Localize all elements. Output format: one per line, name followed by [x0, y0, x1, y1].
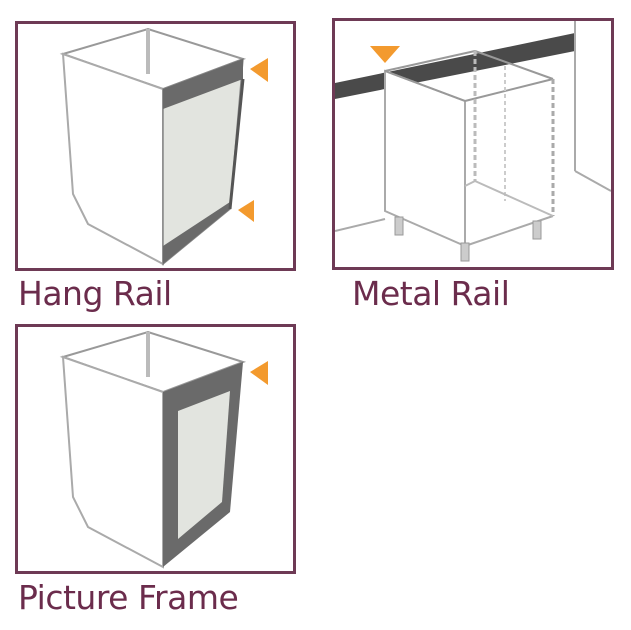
label-hang-rail: Hang Rail — [18, 274, 172, 313]
hang-rail-cabinet-illustration — [59, 27, 268, 266]
marker-arrow-icon — [250, 361, 268, 385]
picture-frame-cabinet-illustration — [59, 330, 268, 569]
option-hang-rail[interactable] — [15, 21, 296, 271]
label-metal-rail: Metal Rail — [352, 274, 510, 313]
label-picture-frame: Picture Frame — [18, 578, 239, 617]
marker-arrow-icon — [238, 200, 254, 222]
metal-rail-cabinet-illustration — [335, 21, 611, 262]
option-metal-rail[interactable] — [332, 18, 614, 270]
marker-arrow-icon — [370, 46, 400, 63]
marker-arrow-icon — [250, 58, 268, 82]
option-picture-frame[interactable] — [15, 324, 296, 574]
